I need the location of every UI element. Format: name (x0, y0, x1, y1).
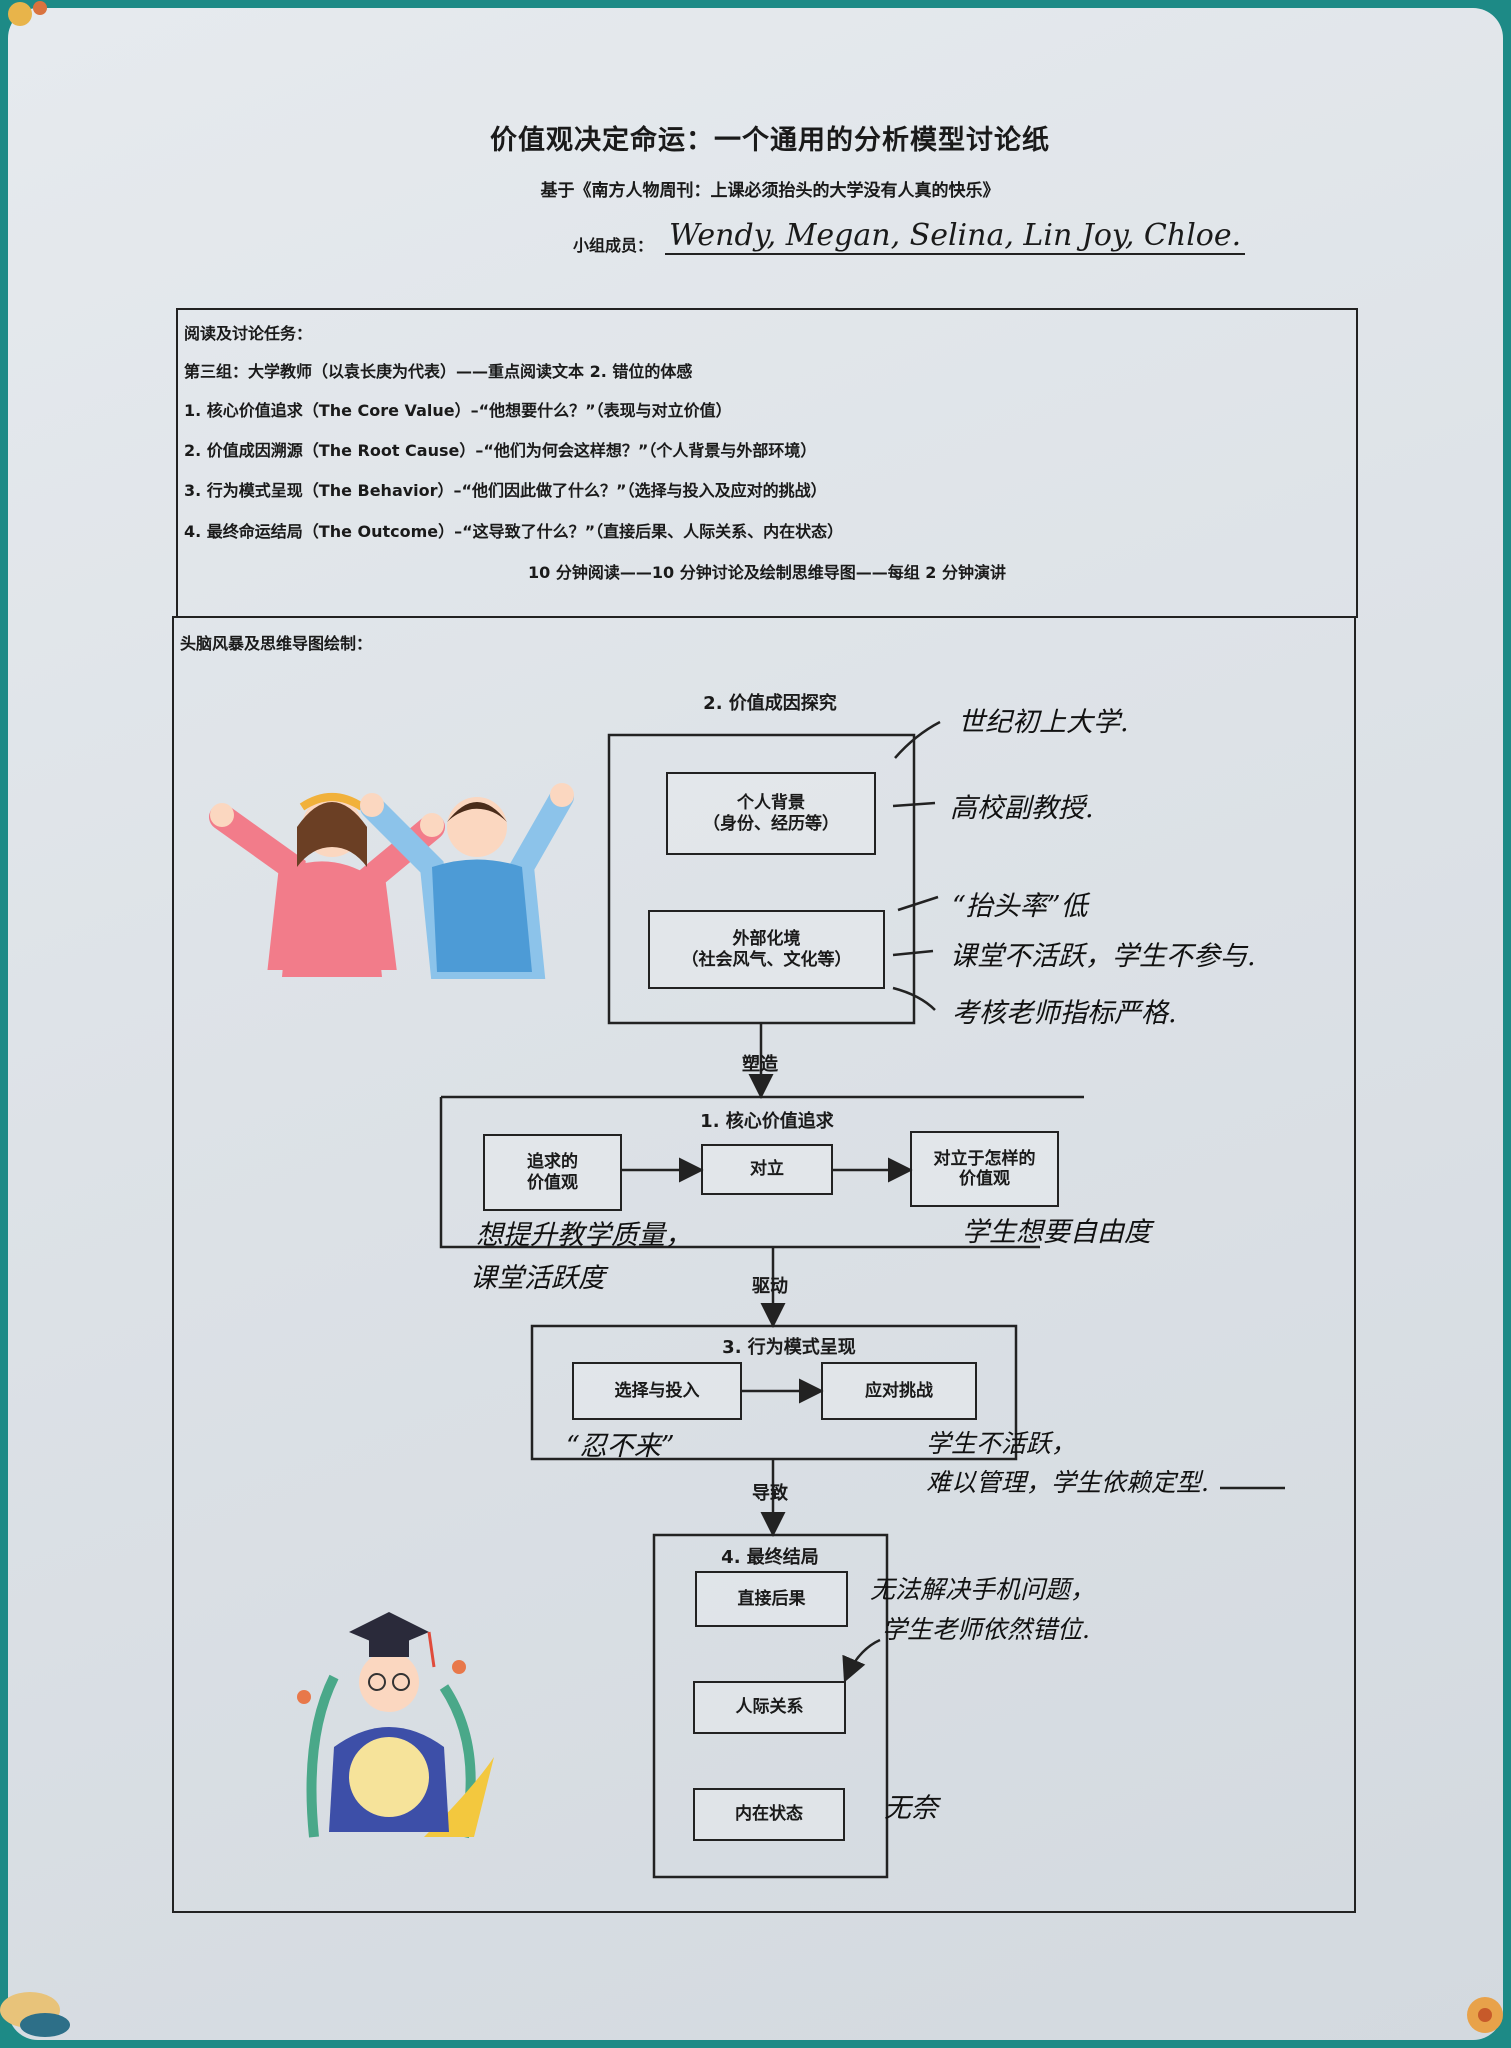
handwritten-note: 学生想要自由度 (962, 1217, 1151, 1248)
page-subtitle: 基于《南方人物周刊：上课必须抬头的大学没有人真的快乐》 (540, 181, 1000, 201)
cheering-students-sticker (209, 783, 574, 979)
handwritten-note: “抬头率”低 (952, 891, 1088, 922)
task-item: 3. 行为模式呈现（The Behavior）–“他们因此做了什么？”（选择与投… (184, 481, 827, 500)
outcome-title: 4. 最终结局 (721, 1547, 819, 1568)
task-schedule: 10 分钟阅读——10 分钟讨论及绘制思维导图——每组 2 分钟演讲 (528, 563, 1006, 582)
opposed-value-node: 对立于怎样的 价值观 (910, 1131, 1059, 1207)
handwritten-note: 考核老师指标严格. (952, 998, 1177, 1029)
handwritten-note: “忍不来” (566, 1431, 675, 1462)
handwritten-note: 无法解决手机问题， (870, 1575, 1096, 1604)
arrow-label-drive: 驱动 (752, 1276, 788, 1297)
members-label: 小组成员： (573, 236, 654, 255)
external-environment-node: 外部化境 （社会风气、文化等） (648, 910, 885, 989)
root-cause-title: 2. 价值成因探究 (703, 693, 837, 714)
opposition-node: 对立 (701, 1144, 833, 1195)
relationships-node: 人际关系 (693, 1681, 846, 1734)
task-item: 4. 最终命运结局（The Outcome）–“这导致了什么？”（直接后果、人际… (184, 522, 844, 541)
page-title: 价值观决定命运：一个通用的分析模型讨论纸 (490, 125, 1050, 156)
handwritten-note: 课堂活跃度 (470, 1263, 605, 1294)
arrow-label-shape: 塑造 (742, 1054, 778, 1075)
corner-cloud-icon (0, 1992, 70, 2037)
handwritten-note: 世纪初上大学. (958, 707, 1129, 738)
pursued-value-node: 追求的 价值观 (483, 1134, 622, 1211)
handwritten-note: 无奈 (884, 1793, 938, 1824)
handwritten-note: 学生不活跃， (926, 1429, 1077, 1458)
mindmap-heading: 头脑风暴及思维导图绘制： (180, 634, 373, 653)
handwritten-note: 课堂不活跃，学生不参与. (950, 941, 1256, 972)
corner-flower-icon (8, 1, 47, 26)
handwritten-note: 想提升教学质量， (476, 1220, 692, 1251)
handwritten-note: 学生老师依然错位. (882, 1615, 1090, 1644)
members-signature: Wendy, Megan, Selina, Lin Joy, Chloe. (665, 218, 1246, 255)
mindmap-box (172, 616, 1356, 1913)
core-value-title: 1. 核心价值追求 (700, 1111, 834, 1132)
choice-investment-node: 选择与投入 (572, 1362, 742, 1420)
task-heading: 阅读及讨论任务： (184, 324, 313, 343)
graduate-sticker (297, 1612, 494, 1839)
handwritten-note: 难以管理，学生依赖定型. (926, 1468, 1209, 1497)
inner-state-node: 内在状态 (693, 1788, 845, 1841)
task-item: 1. 核心价值追求（The Core Value）–“他想要什么？”（表现与对立… (184, 401, 732, 420)
direct-consequence-node: 直接后果 (695, 1571, 848, 1627)
corner-flower-icon (1467, 1997, 1503, 2033)
task-group: 第三组：大学教师（以袁长庚为代表）——重点阅读文本 2. 错位的体感 (184, 362, 693, 381)
behavior-title: 3. 行为模式呈现 (722, 1337, 856, 1358)
handwritten-note: 高校副教授. (950, 793, 1094, 824)
personal-background-node: 个人背景 （身份、经历等） (666, 772, 876, 855)
challenge-node: 应对挑战 (821, 1362, 977, 1420)
arrow-label-lead: 导致 (752, 1483, 788, 1504)
task-item: 2. 价值成因溯源（The Root Cause）–“他们为何会这样想？”（个人… (184, 441, 817, 460)
